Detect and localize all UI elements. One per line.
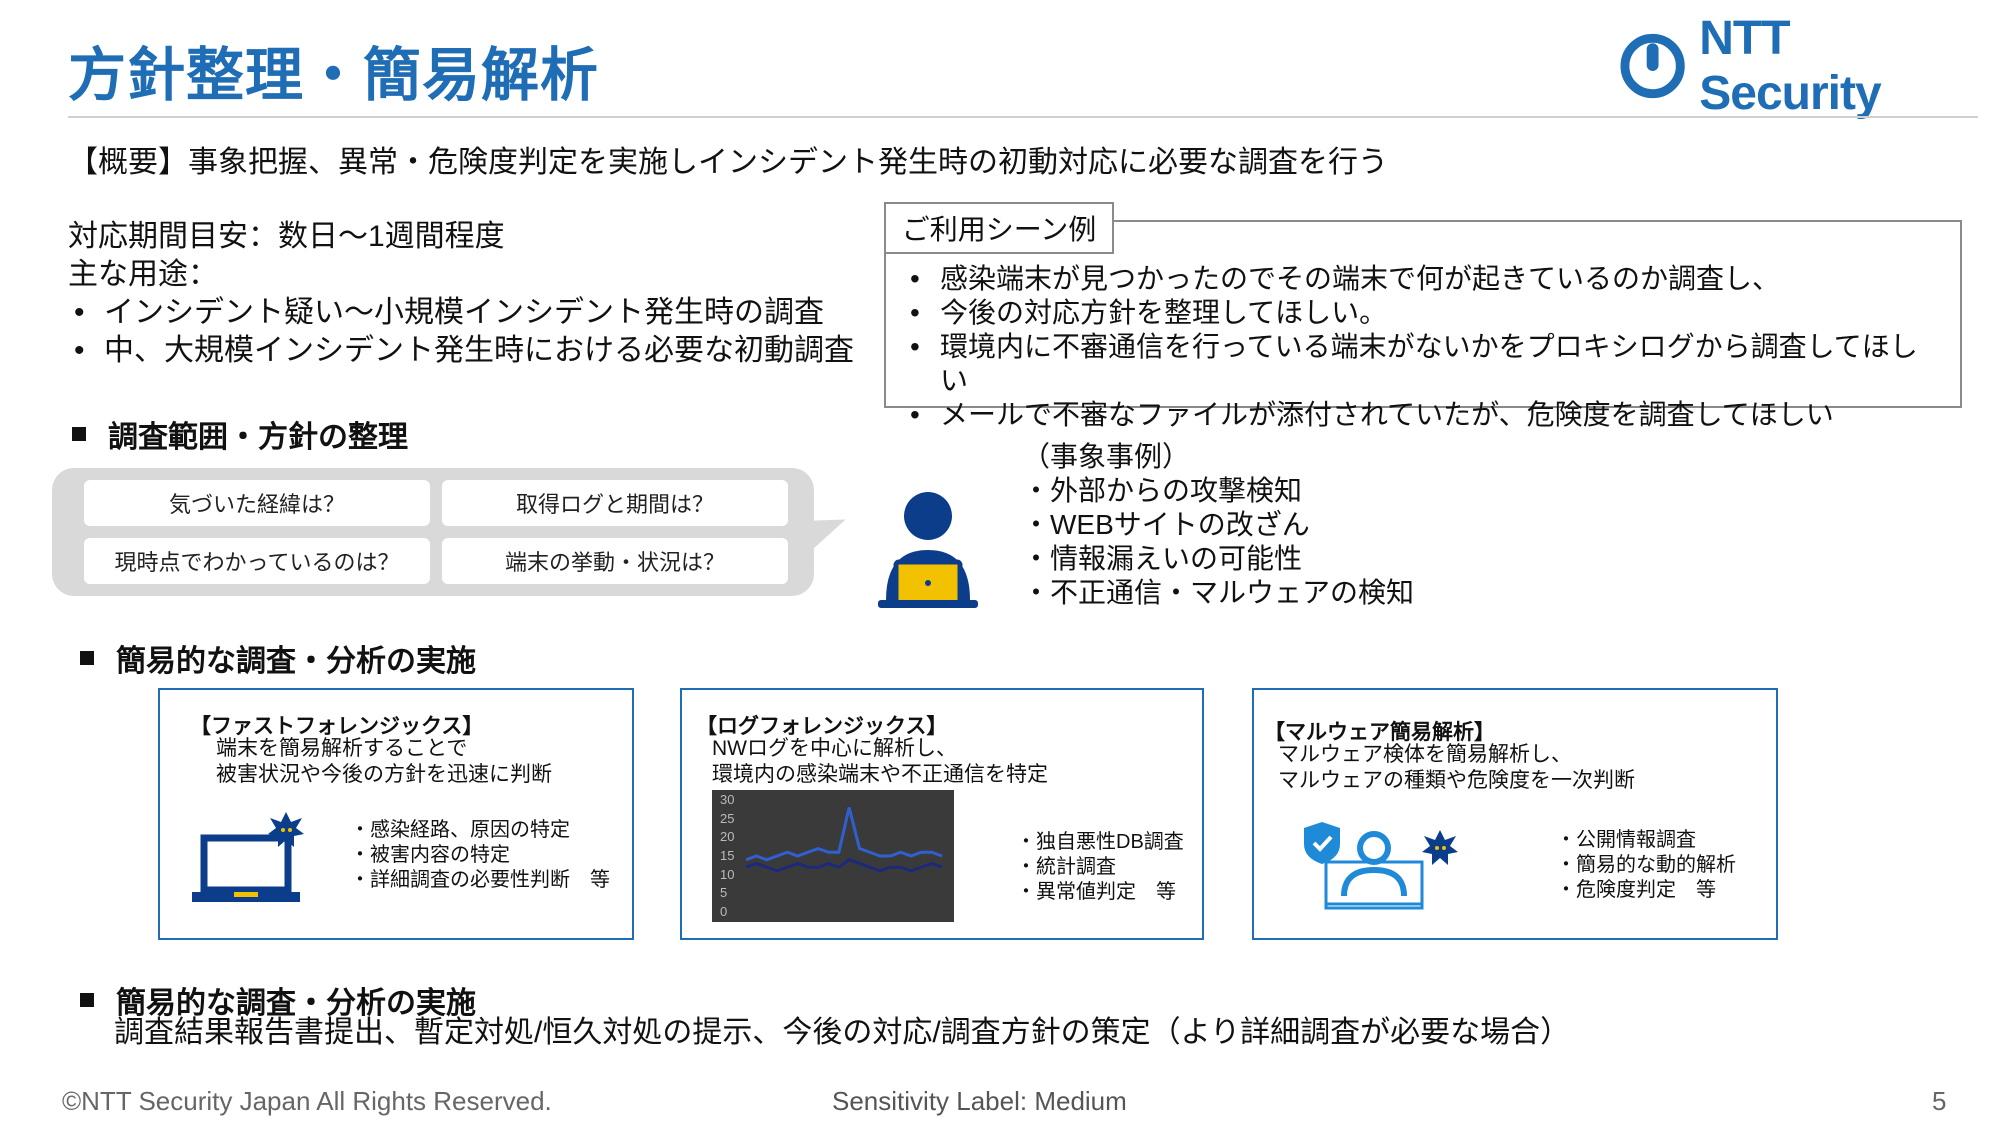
chart-tick-label: 10: [720, 866, 735, 882]
usage-scene-box: 感染端末が見つかったのでその端末で何が起きているのか調査し、 今後の対応方針を整…: [884, 220, 1962, 432]
chart-tick-label: 15: [720, 848, 735, 863]
section-heading-text: 簡易的な調査・分析の実施: [116, 645, 476, 678]
list-item: ・外部からの攻撃検知: [1022, 475, 1303, 506]
question-card: 現時点でわかっているのは？: [84, 538, 430, 584]
card-fast-forensics: 【ファストフォレンジックス】 端末を簡易解析することで 被害状況や今後の方針を迅…: [158, 688, 634, 940]
chart-plot: [745, 807, 943, 873]
card-title: 【ログフォレンジックス】: [696, 715, 948, 738]
uses-label: 主な用途：: [68, 258, 218, 291]
chart-tick-label: 20: [720, 829, 735, 845]
list-item: ・情報漏えいの可能性: [1022, 543, 1303, 574]
list-item: メールで不審なファイルが添付されていたが、危険度を調査してほしい: [904, 398, 1944, 432]
card-desc-line: 端末を簡易解析することで: [216, 737, 468, 760]
list-item: ・WEBサイトの改ざん: [1022, 509, 1310, 540]
square-bullet-icon: [80, 651, 94, 665]
square-bullet-icon: [72, 427, 86, 441]
section-heading-report: 簡易的な調査・分析の実施: [80, 978, 476, 1022]
page-number: 5: [1932, 1086, 1947, 1116]
list-item: 中、大規模インシデント発生時における必要な初動調査: [68, 332, 868, 370]
chart-series-line: [745, 807, 943, 862]
card-description: NWログを中心に解析し、 環境内の感染端末や不正通信を特定: [712, 736, 1048, 788]
ntt-security-logo: NTT Security: [1620, 12, 1980, 120]
list-item: 環境内に不審通信を行っている端末がないかをプロキシログから調査してほしい: [904, 330, 1944, 398]
section-heading-scope: 調査範囲・方針の整理: [72, 412, 408, 456]
card-desc-line: 環境内の感染端末や不正通信を特定: [712, 763, 1048, 786]
usage-scene-label: ご利用シーン例: [884, 202, 1114, 254]
chart-tick-label: 25: [720, 810, 735, 826]
period-text: 対応期間目安：数日～1週間程度: [68, 220, 505, 253]
list-item: ・公開情報調査: [1556, 829, 1696, 851]
list-item: ・危険度判定 等: [1556, 879, 1716, 901]
card-title: 【マルウェア簡易解析】: [1264, 721, 1495, 744]
list-item: ・不正通信・マルウェアの検知: [1022, 577, 1415, 608]
log-line-chart: 30 25 20 15 10 5 0: [712, 790, 954, 922]
card-list: ・独自悪性DB調査 ・統計調査 ・異常値判定 等: [1016, 830, 1184, 905]
section-heading-analysis: 簡易的な調査・分析の実施: [80, 636, 476, 680]
chart-series-line: [745, 858, 943, 873]
card-desc-line: 被害状況や今後の方針を迅速に判断: [216, 763, 552, 786]
uses-list: インシデント疑い～小規模インシデント発生時の調査 中、大規模インシデント発生時に…: [68, 294, 868, 370]
copyright-text: ©NTT Security Japan All Rights Reserved.: [62, 1086, 552, 1116]
chart-tick-label: 30: [720, 792, 735, 807]
logo-text: NTT Security: [1699, 12, 1881, 120]
list-item: ・独自悪性DB調査: [1016, 831, 1184, 853]
card-description: 端末を簡易解析することで 被害状況や今後の方針を迅速に判断: [216, 736, 552, 788]
question-card: 気づいた経緯は？: [84, 480, 430, 526]
card-title: 【ファストフォレンジックス】: [190, 715, 484, 738]
scene-continuation: 今後の対応方針を整理してほしい。: [940, 297, 1388, 328]
event-examples-title: （事象事例）: [1022, 441, 1191, 472]
list-item: 今後の対応方針を整理してほしい。: [904, 296, 1944, 330]
list-item: インシデント疑い～小規模インシデント発生時の調査: [68, 294, 868, 332]
header-divider: [68, 116, 1978, 118]
malware-analyst-icon: [1304, 822, 1458, 910]
section-heading-text: 調査範囲・方針の整理: [108, 421, 408, 454]
page-title: 方針整理・簡易解析: [68, 43, 600, 108]
question-card: 取得ログと期間は？: [442, 480, 788, 526]
section-heading-text: 簡易的な調査・分析の実施: [116, 987, 476, 1020]
card-desc-line: NWログを中心に解析し、: [712, 737, 957, 760]
list-item: ・簡易的な動的解析: [1556, 854, 1736, 876]
ntt-logo-icon: [1620, 33, 1685, 99]
card-list: ・感染経路、原因の特定 ・被害内容の特定 ・詳細調査の必要性判断 等: [350, 818, 610, 893]
list-item: 感染端末が見つかったのでその端末で何が起きているのか調査し、: [904, 262, 1944, 296]
chart-tick-label: 0: [720, 904, 728, 919]
list-item: ・詳細調査の必要性判断 等: [350, 869, 610, 891]
card-description: マルウェア検体を簡易解析し、 マルウェアの種類や危険度を一次判断: [1278, 742, 1635, 794]
card-malware-analysis: 【マルウェア簡易解析】 マルウェア検体を簡易解析し、 マルウェアの種類や危険度を…: [1252, 688, 1778, 940]
square-bullet-icon: [80, 993, 94, 1007]
question-card: 端末の挙動・状況は？: [442, 538, 788, 584]
list-item: ・異常値判定 等: [1016, 881, 1176, 903]
user-laptop-icon: [878, 492, 978, 608]
infected-laptop-icon: [192, 812, 304, 902]
report-text: 調査結果報告書提出、暫定対処/恒久対処の提示、今後の対応/調査方針の策定（より詳…: [114, 1016, 1571, 1049]
list-item: ・統計調査: [1016, 856, 1116, 878]
card-desc-line: マルウェアの種類や危険度を一次判断: [1278, 769, 1635, 792]
sensitivity-label: Sensitivity Label: Medium: [832, 1086, 1127, 1116]
card-list: ・公開情報調査 ・簡易的な動的解析 ・危険度判定 等: [1556, 828, 1736, 903]
list-item: ・感染経路、原因の特定: [350, 819, 570, 841]
card-desc-line: マルウェア検体を簡易解析し、: [1278, 743, 1572, 766]
chart-tick-label: 5: [720, 885, 728, 901]
event-examples: （事象事例） ・外部からの攻撃検知 ・WEBサイトの改ざん ・情報漏えいの可能性…: [1022, 440, 1414, 610]
list-item: ・被害内容の特定: [350, 844, 510, 866]
overview-text: 【概要】事象把握、異常・危険度判定を実施しインシデント発生時の初動対応に必要な調…: [68, 146, 1388, 179]
